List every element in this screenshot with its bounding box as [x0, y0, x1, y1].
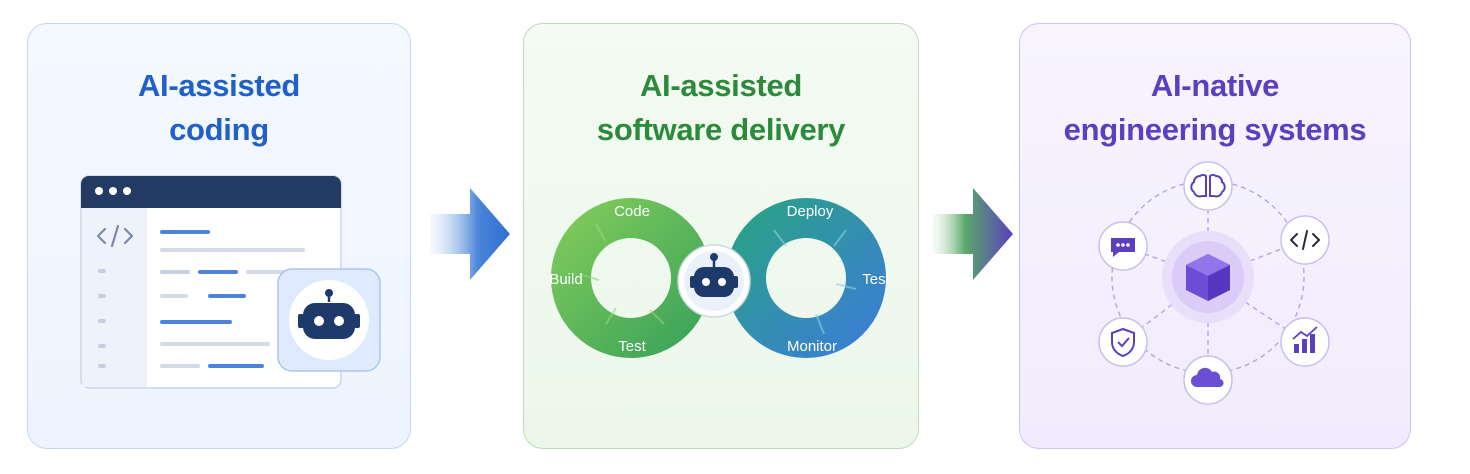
panel-ai-assisted-coding: AI-assisted coding	[27, 23, 411, 449]
left-loop	[551, 198, 711, 358]
panel-title: AI-assisted coding	[28, 64, 410, 152]
title-line: coding	[169, 112, 269, 147]
panel-title: AI-native engineering systems	[1020, 64, 1410, 152]
arrow-right-icon	[933, 188, 1013, 280]
code-lines	[160, 230, 306, 368]
panel-ai-assisted-software-delivery: AI-assisted software delivery Code Deplo…	[523, 23, 919, 449]
brain-icon	[1183, 161, 1233, 211]
sidebar-dots	[98, 269, 106, 368]
code-icon	[96, 224, 134, 248]
title-line: AI-native	[1150, 68, 1280, 103]
shield-icon	[1098, 317, 1148, 367]
chat-icon	[1098, 221, 1148, 271]
cloud-icon	[1183, 355, 1233, 405]
cycle-step-label: Deploy	[787, 203, 834, 220]
chart-icon	[1280, 317, 1330, 367]
coding-illustration	[80, 175, 381, 389]
cycle-step-label: Build	[549, 271, 582, 288]
robot-icon	[277, 268, 381, 372]
code-icon	[1280, 215, 1330, 265]
title-line: software delivery	[596, 112, 846, 147]
title-line: engineering systems	[1063, 112, 1367, 147]
cycle-step-label: Test	[618, 338, 646, 355]
right-loop	[726, 198, 886, 358]
arrow-right-icon	[430, 188, 510, 280]
cube-icon	[1162, 231, 1254, 323]
browser-window-icon	[80, 175, 342, 389]
hub-network-diagram	[1098, 161, 1330, 405]
cycle-step-label: Code	[614, 203, 650, 220]
panel-title: AI-assisted software delivery	[524, 64, 918, 152]
robot-icon	[677, 244, 751, 318]
title-line: AI-assisted	[639, 68, 803, 103]
title-line: AI-assisted	[137, 68, 301, 103]
panel-ai-native-engineering-systems: AI-native engineering systems	[1019, 23, 1411, 449]
infinity-loop-diagram: Code Deploy Build Test Test Monitor	[549, 198, 891, 358]
cycle-step-label: Test	[862, 271, 890, 288]
cycle-step-label: Monitor	[787, 338, 837, 355]
